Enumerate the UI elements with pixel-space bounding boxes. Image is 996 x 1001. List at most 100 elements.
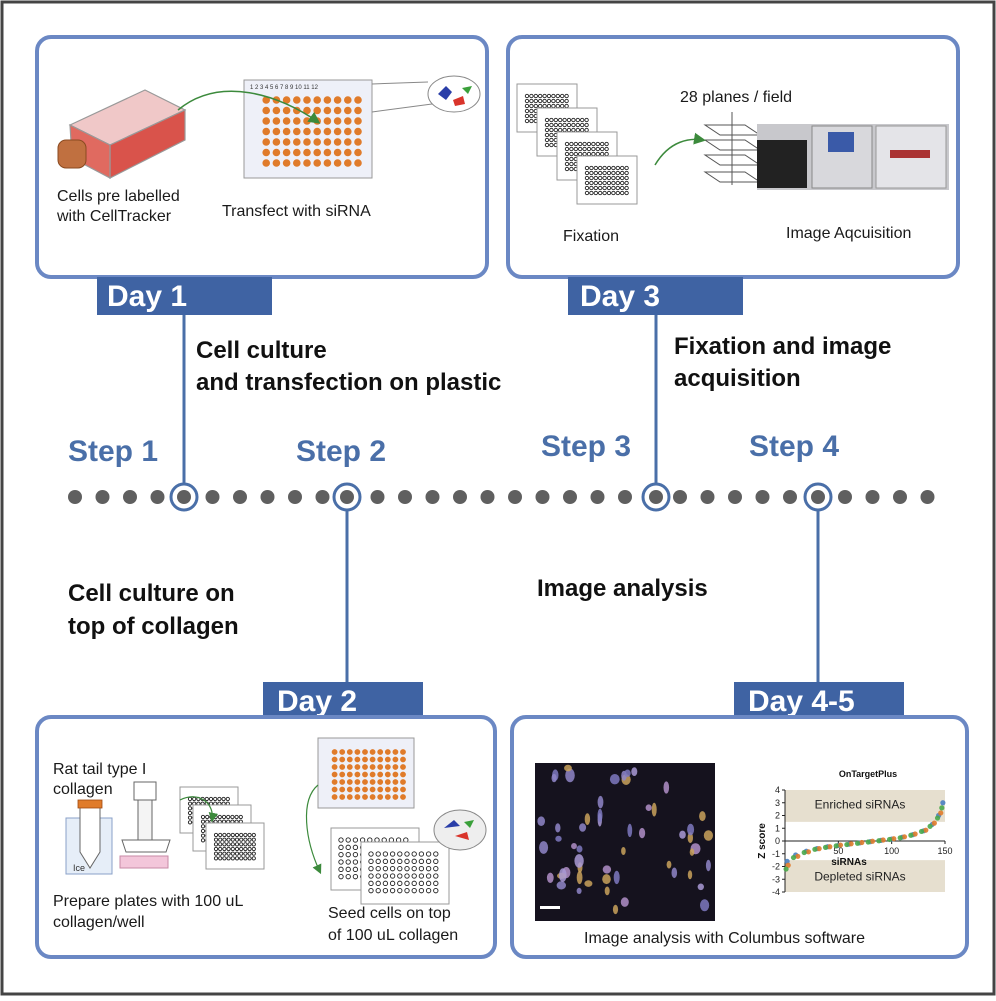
timeline-dot	[838, 490, 852, 504]
plate-well	[397, 873, 403, 879]
plate-well	[200, 838, 206, 843]
plate-well	[624, 180, 629, 186]
plate-well	[584, 190, 590, 196]
plate-well	[392, 779, 399, 785]
micrograph-cell	[645, 804, 652, 811]
plate-well	[418, 888, 425, 894]
plate-well	[247, 846, 252, 852]
timeline-milestone-step2	[332, 482, 362, 512]
plate-well	[369, 794, 376, 800]
enriched-region	[785, 790, 945, 822]
plate-well	[354, 779, 361, 785]
plate-well	[593, 165, 598, 171]
plate-well	[425, 851, 432, 857]
plate-well	[433, 888, 439, 894]
plate-well	[282, 138, 291, 146]
zscore-point	[801, 849, 807, 856]
planes-label: 28 planes / field	[680, 89, 792, 106]
plate-well	[524, 108, 530, 114]
zscore-point	[940, 800, 946, 806]
micrograph-cell	[574, 854, 584, 868]
plate-well	[344, 117, 352, 125]
plate-well	[569, 166, 574, 172]
plate-well	[187, 810, 193, 816]
plate-well	[354, 148, 362, 157]
plate-well	[338, 866, 344, 872]
plate-well	[400, 764, 406, 770]
micrograph-cell	[602, 874, 611, 885]
plate-well	[345, 859, 351, 865]
plate-well	[584, 122, 589, 128]
zscore-point	[865, 839, 871, 845]
plate-well	[338, 852, 344, 858]
plate-well	[598, 185, 603, 191]
plate-well	[333, 138, 342, 146]
plate-well	[560, 93, 565, 99]
plate-well	[262, 148, 271, 157]
plate-well	[389, 880, 396, 886]
plate-well	[225, 796, 230, 802]
plate-well	[602, 180, 607, 186]
plate-well	[606, 180, 612, 186]
plate-well	[586, 141, 592, 147]
micrograph-cell	[556, 881, 566, 890]
plate-well	[345, 866, 351, 872]
zscore-plot: OnTargetPlus Enriched siRNAs Depleted si…	[757, 769, 953, 897]
micrograph-cell	[639, 827, 646, 839]
plate-well	[404, 888, 410, 894]
plate-well	[222, 842, 227, 847]
step3-label: Step 3	[541, 430, 631, 463]
step1-desc-line2: and transfection on plastic	[196, 369, 501, 396]
plate-well	[578, 141, 583, 147]
plate-well	[549, 127, 554, 133]
day3-label: Day 3	[580, 280, 660, 313]
plate-well	[382, 851, 389, 857]
timeline-dot	[673, 490, 687, 504]
plate-well	[362, 794, 368, 800]
plate-well	[397, 880, 403, 886]
plate-well	[411, 866, 417, 872]
seeded-cells-inset-icon	[433, 809, 487, 851]
plate-well	[272, 159, 281, 167]
plate-well	[200, 814, 206, 820]
plate-well	[533, 93, 538, 99]
plate-well	[339, 764, 346, 770]
plate-well	[230, 856, 235, 861]
plate-well	[549, 137, 554, 143]
transfer-arrow	[177, 90, 321, 124]
plate-well	[573, 146, 578, 152]
plate-well	[392, 771, 399, 778]
plate-well	[251, 851, 256, 856]
timeline-dot	[618, 490, 632, 504]
enriched-label: Enriched siRNAs	[815, 797, 906, 811]
plate-well	[282, 96, 291, 104]
plate-well	[331, 771, 338, 778]
plate-well	[213, 842, 219, 847]
step4-desc: Image analysis	[537, 575, 708, 602]
plate-well	[213, 832, 219, 838]
plate-well	[593, 185, 598, 191]
plate-well	[187, 820, 193, 825]
micrograph-cell	[546, 872, 554, 883]
timeline-dot	[755, 490, 770, 504]
plate-well	[382, 866, 389, 872]
plate-well	[323, 138, 332, 146]
plate-well	[293, 117, 301, 125]
plate-well	[404, 873, 410, 879]
step4-label: Step 4	[749, 430, 839, 463]
plate-well	[331, 764, 338, 770]
timeline-dot	[920, 490, 935, 504]
plate-well	[313, 138, 322, 146]
timeline-dot	[315, 490, 330, 504]
plate-well	[425, 858, 432, 864]
plate-well	[584, 117, 589, 123]
seeding-arrow	[306, 784, 322, 875]
plate-well	[564, 146, 570, 152]
plate-well	[611, 180, 616, 186]
micrograph-cell	[700, 899, 710, 912]
plate-well	[384, 749, 391, 755]
plate-well	[544, 132, 550, 138]
timeline-dot	[288, 490, 302, 504]
plate-well	[282, 148, 291, 157]
